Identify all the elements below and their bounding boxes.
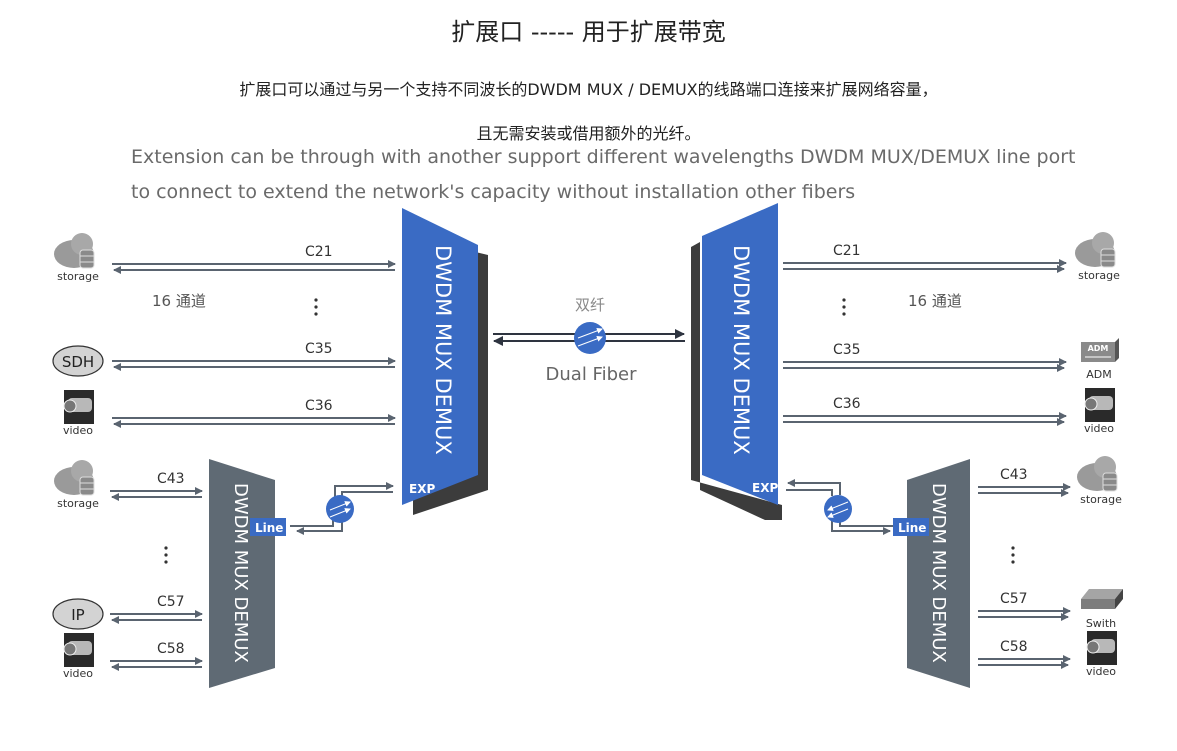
channel-count-left: 16 通道 <box>152 292 206 310</box>
channel-label: C58 <box>1000 639 1028 655</box>
channel-label: C35 <box>833 342 861 358</box>
description-en-line1: Extension can be through with another su… <box>131 146 1076 168</box>
description-cn-line1: 扩展口可以通过与另一个支持不同波长的DWDM MUX / DEMUX的线路端口连… <box>239 80 938 99</box>
device-label: Swith <box>1086 617 1116 630</box>
channel-label: C43 <box>1000 467 1028 483</box>
device-label: video <box>63 424 93 437</box>
line-port[interactable] <box>250 518 286 536</box>
right-exp-line-link <box>786 479 893 535</box>
ip-cloud-icon: IP <box>52 598 104 630</box>
line-port[interactable] <box>893 518 929 536</box>
mux-body <box>402 208 478 505</box>
line-port-label: Line <box>898 521 926 535</box>
channel-label: C36 <box>305 398 333 414</box>
fiber-label-cn: 双纤 <box>575 296 605 314</box>
mux-label: DWDM MUX DEMUX <box>230 483 251 663</box>
video-camera-icon <box>1084 388 1115 422</box>
channel-row: C43 storage <box>978 456 1122 506</box>
mux-left-sub: DWDM MUX DEMUX Line <box>209 459 286 688</box>
channel-row: C21 storage <box>783 232 1120 282</box>
mux-label: DWDM MUX DEMUX <box>729 245 753 455</box>
device-label: storage <box>57 270 99 283</box>
device-label: storage <box>1080 493 1122 506</box>
exp-port-label[interactable]: EXP <box>752 481 778 495</box>
storage-cloud-icon <box>54 460 95 496</box>
fiber-label-en: Dual Fiber <box>546 364 638 385</box>
svg-text:ADM: ADM <box>1088 344 1109 353</box>
channel-label: C21 <box>305 244 333 260</box>
device-label: storage <box>57 497 99 510</box>
mux-label: DWDM MUX DEMUX <box>431 245 455 455</box>
mux-left-main: DWDM MUX DEMUX EXP <box>402 208 488 515</box>
mux-right-main: DWDM MUX DEMUX EXP <box>691 203 782 520</box>
channel-label: C36 <box>833 396 861 412</box>
channel-count-right: 16 通道 <box>908 292 962 310</box>
device-label: video <box>1084 422 1114 435</box>
storage-cloud-icon <box>1077 456 1118 492</box>
channel-label: C21 <box>833 243 861 259</box>
device-label: storage <box>1078 269 1120 282</box>
ellipsis-icon <box>164 298 1015 564</box>
mux-body <box>702 203 778 505</box>
line-port-label: Line <box>255 521 283 535</box>
mux-label: DWDM MUX DEMUX <box>928 483 949 663</box>
channel-label: C57 <box>157 594 185 610</box>
channel-label: C35 <box>305 341 333 357</box>
channel-label: C43 <box>157 471 185 487</box>
svg-text:IP: IP <box>71 606 84 624</box>
adm-icon: ADM <box>1081 338 1119 362</box>
device-label: video <box>1086 665 1116 678</box>
channel-row: C58 video <box>978 631 1117 678</box>
mux-body <box>907 459 970 688</box>
exp-port-label[interactable]: EXP <box>409 482 435 496</box>
video-camera-icon <box>63 633 94 667</box>
video-camera-icon <box>1086 631 1117 665</box>
description-en-line2: to connect to extend the network's capac… <box>131 181 856 203</box>
storage-cloud-icon <box>1075 232 1116 268</box>
channel-label: C57 <box>1000 591 1028 607</box>
channel-row: C36 video <box>63 390 396 437</box>
video-camera-icon <box>63 390 94 424</box>
channel-row: C58 video <box>63 633 203 680</box>
channel-label: C58 <box>157 641 185 657</box>
description-cn-line2: 且无需安装或借用额外的光纤。 <box>476 124 701 143</box>
switch-icon <box>1081 589 1123 609</box>
mux-right-sub: DWDM MUX DEMUX Line <box>893 459 970 688</box>
sdh-cloud-icon: SDH <box>52 345 104 377</box>
device-label: ADM <box>1086 368 1112 381</box>
mux-body <box>209 459 275 688</box>
channel-row: C36 video <box>783 388 1115 435</box>
channel-row: C43 storage <box>54 460 203 510</box>
device-label: video <box>63 667 93 680</box>
storage-cloud-icon <box>54 233 95 269</box>
dual-fiber-link: 双纤 Dual Fiber <box>493 296 685 385</box>
page-title: 扩展口 ----- 用于扩展带宽 <box>451 18 726 46</box>
channel-row: C21 storage <box>54 233 396 283</box>
left-exp-line-link <box>290 482 394 535</box>
svg-text:SDH: SDH <box>62 353 94 371</box>
